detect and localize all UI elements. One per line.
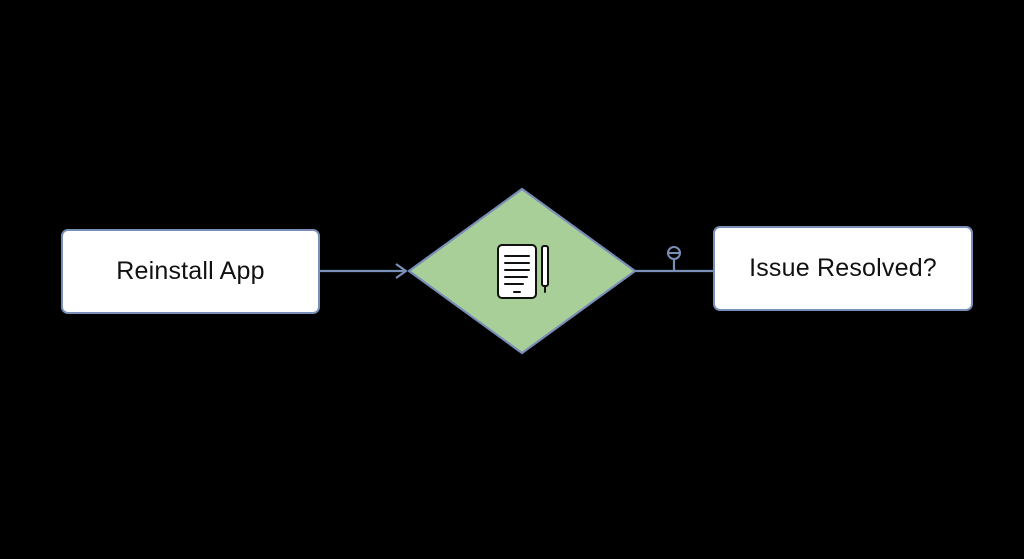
node-label: Issue Resolved? bbox=[749, 254, 937, 282]
node-reinstall-app[interactable]: Reinstall App bbox=[61, 229, 320, 314]
circle-bar-connector-icon bbox=[667, 246, 681, 260]
node-label: Reinstall App bbox=[116, 257, 265, 285]
decision-node[interactable] bbox=[407, 187, 637, 355]
edge-reinstall-to-decision bbox=[320, 263, 408, 279]
edge-decision-to-resolved bbox=[635, 246, 713, 273]
tablet-pencil-icon bbox=[497, 244, 549, 299]
node-issue-resolved[interactable]: Issue Resolved? bbox=[713, 226, 973, 311]
arrowhead-icon bbox=[395, 263, 408, 279]
